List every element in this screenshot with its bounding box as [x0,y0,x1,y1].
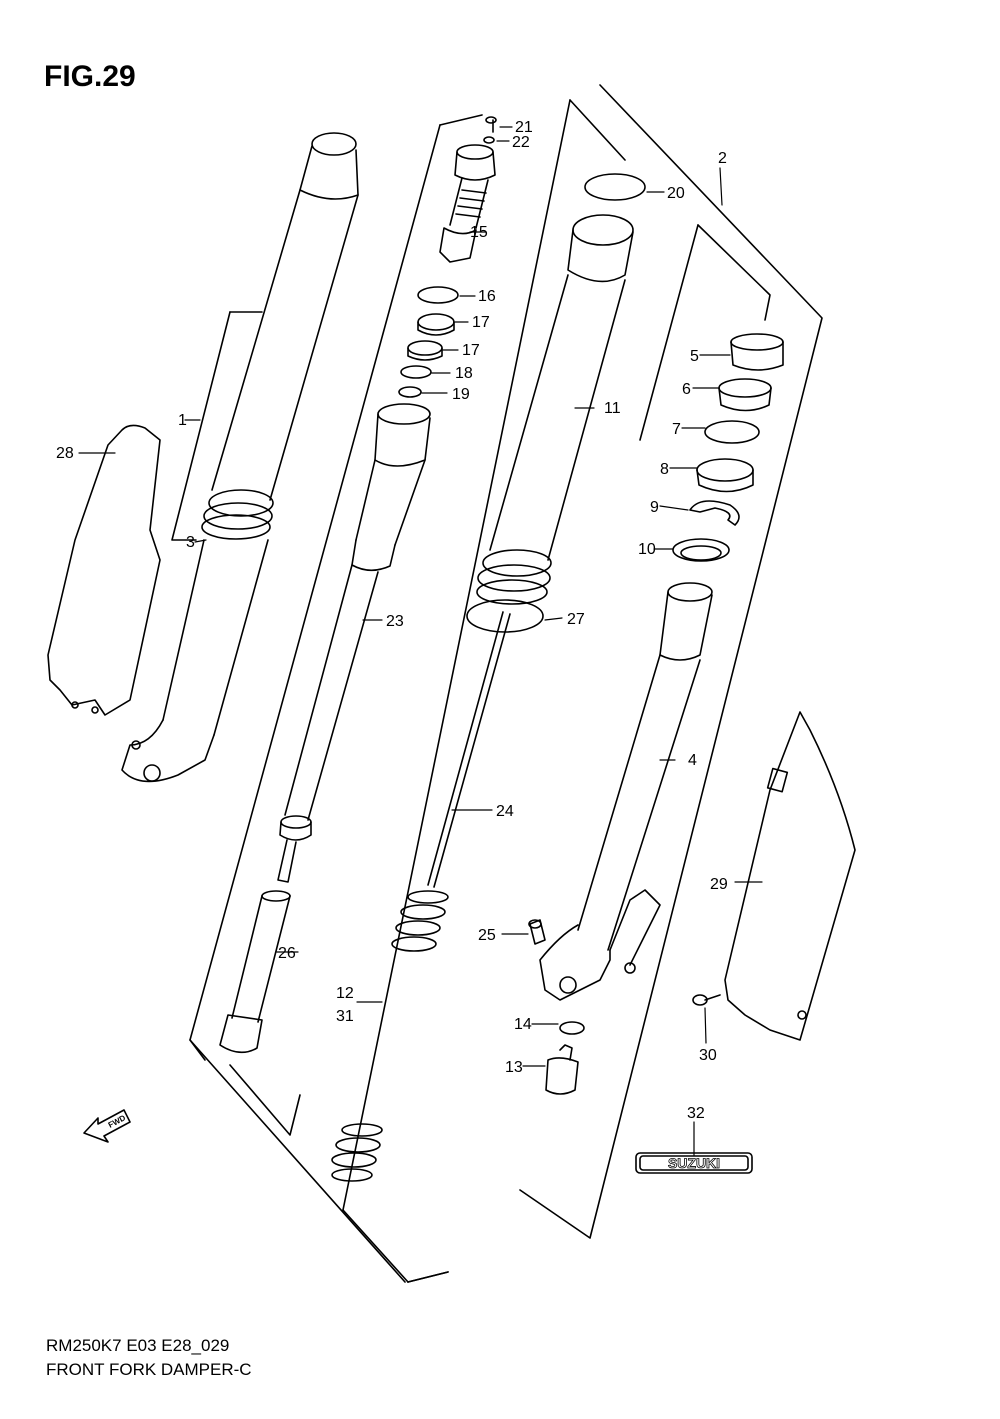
diagram-code: RM250K7 E03 E28_029 [46,1336,230,1355]
part-1-outer-tube [121,132,359,783]
part-27-o-ring [466,599,544,633]
callout-21: 21 [515,119,533,136]
callout-13: 13 [505,1059,523,1076]
callout-28: 28 [56,445,74,462]
callout-7: 7 [672,421,681,438]
callout-8: 8 [660,461,669,478]
fwd-arrow-icon [83,1109,131,1143]
assembly-outline-left [171,311,301,1136]
callout-17: 17 [472,314,490,331]
callout-14: 14 [514,1016,532,1033]
callout-20: 20 [667,185,685,202]
callout-3: 3 [186,534,195,551]
diagram-name: FRONT FORK DAMPER-C [46,1360,252,1379]
part-4-inner-tube [539,582,713,1001]
callout-2: 2 [718,150,727,167]
callout-17: 17 [462,342,480,359]
part-14-washer [559,1021,585,1035]
part-25-bolt [528,919,546,945]
suzuki-emblem-text: SUZUKI [668,1155,720,1171]
part-15-damper-head [439,116,497,263]
callout-12: 12 [336,985,354,1002]
callout-11: 11 [604,400,621,417]
callout-1: 1 [178,412,187,429]
callout-18: 18 [455,365,473,382]
callout-32: 32 [687,1105,705,1122]
seals-5-10 [672,333,784,562]
figure-title: FIG.29 [44,60,136,93]
callout-25: 25 [478,927,496,944]
part-20-o-ring [584,173,646,201]
callout-24: 24 [496,803,514,820]
callout-labels: 1234567891011123113141516171718192021222… [56,119,728,1122]
callout-19: 19 [452,386,470,403]
part-28-left-guard [47,424,161,716]
callout-29: 29 [710,876,728,893]
part-12-spring-lower [331,1123,383,1182]
callout-9: 9 [650,499,659,516]
callout-6: 6 [682,381,691,398]
callout-16: 16 [478,288,496,305]
callout-30: 30 [699,1047,717,1064]
callout-10: 10 [638,541,656,558]
part-24-push-rod [427,611,511,888]
leader-lines [78,126,763,1156]
callout-31: 31 [336,1008,354,1025]
rings-16-19 [398,286,459,398]
assembly-outline-right [342,84,823,1283]
callout-23: 23 [386,613,404,630]
part-26-sleeve [219,890,291,1054]
part-12-spring-upper [391,890,449,952]
callout-22: 22 [512,134,530,151]
callout-15: 15 [470,224,488,241]
callout-26: 26 [278,945,296,962]
callout-27: 27 [567,611,585,628]
part-23-damper-cartridge [277,403,431,883]
part-29-right-guard [724,711,856,1041]
part-32-suzuki-emblem [635,1152,753,1174]
part-30-bolt [692,994,721,1006]
callout-4: 4 [688,752,697,769]
callout-5: 5 [690,348,699,365]
part-11-outer-tube [476,214,634,605]
part-13-needle-valve [545,1044,579,1095]
assembly-outline-center [189,114,483,1283]
